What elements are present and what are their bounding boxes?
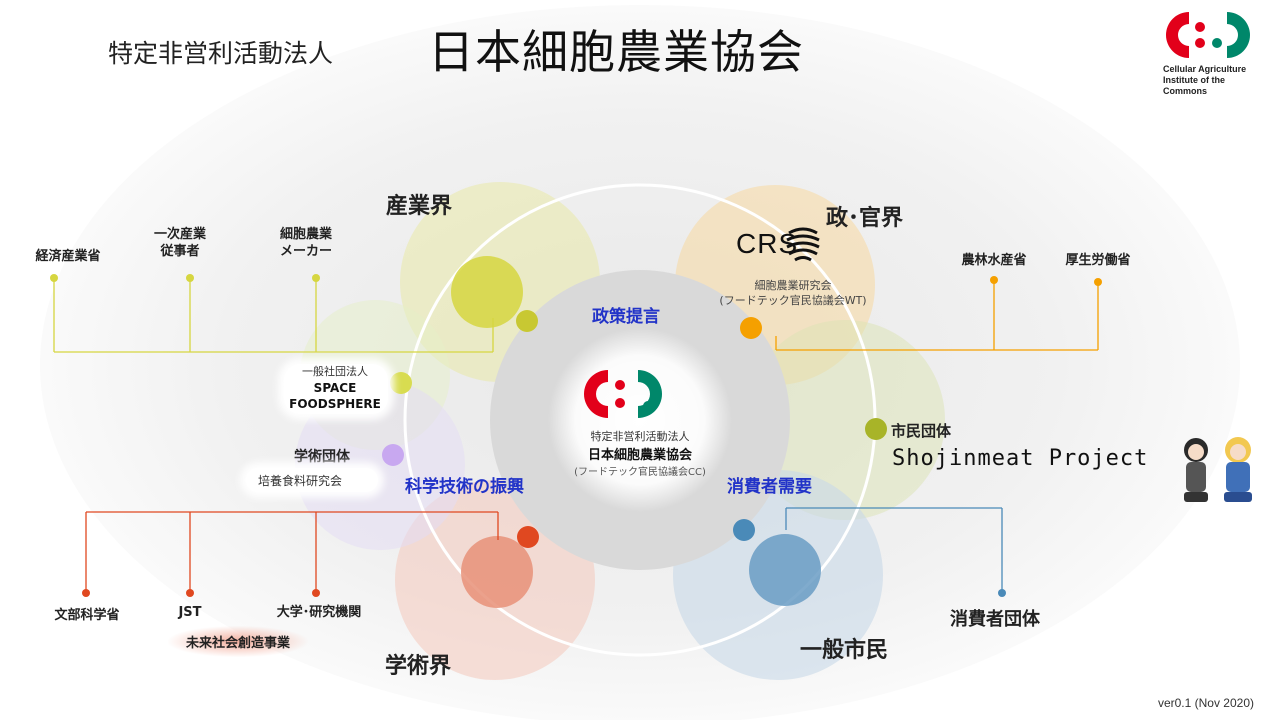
org-logo: Cellular Agriculture Institute of the Co… bbox=[1163, 10, 1263, 97]
space-type: 一般社団法人 bbox=[302, 365, 368, 378]
version-label: ver0.1 (Nov 2020) bbox=[1157, 696, 1254, 710]
primary-industry-line2: 従事者 bbox=[160, 244, 200, 259]
citizen-group-label: 市民団体 bbox=[891, 422, 952, 440]
government-connectors bbox=[775, 280, 1099, 351]
primary-industry-label: 一次産業 従事者 bbox=[145, 226, 215, 260]
univ-dot bbox=[312, 589, 320, 597]
government-dot bbox=[740, 317, 762, 339]
consumer-connectors bbox=[785, 507, 1003, 593]
primary-dot bbox=[186, 274, 194, 282]
logo-text-line2: Institute of the Commons bbox=[1163, 75, 1225, 96]
academia-connectors bbox=[85, 511, 499, 593]
maker-label: 細胞農業 メーカー bbox=[268, 226, 344, 260]
space-dot bbox=[390, 372, 412, 394]
maker-line1: 細胞農業 bbox=[279, 227, 332, 242]
org-type-label: 特定非営利活動法人 bbox=[108, 39, 334, 68]
space-foodsphere: 一般社団法人 SPACE FOODSPHERE bbox=[280, 364, 390, 412]
page-title: 日本細胞農業協会 bbox=[428, 25, 804, 79]
maff-dot bbox=[990, 276, 998, 284]
academic-group-label: 学術団体 bbox=[294, 449, 350, 465]
mhlw-label: 厚生労働省 bbox=[1065, 253, 1131, 268]
mhlw-dot bbox=[1094, 278, 1102, 286]
logo-mark-icon bbox=[1166, 12, 1250, 58]
jst-label: JST bbox=[178, 605, 202, 620]
crs-logo-text: CRS bbox=[736, 228, 799, 259]
maff-label: 農林水産省 bbox=[961, 253, 1027, 268]
center-org-type: 特定非営利活動法人 bbox=[590, 430, 690, 443]
shojinmeat-characters-icon bbox=[1184, 437, 1252, 502]
academic-group-sub: 培養食料研究会 bbox=[258, 474, 343, 488]
crs-info: 細胞農業研究会 (フードテック官民協議会WT) bbox=[718, 278, 868, 308]
sector-government: 政･官界 bbox=[826, 206, 904, 231]
mirai-label: 未来社会創造事業 bbox=[168, 626, 309, 657]
sector-public: 一般市民 bbox=[800, 638, 889, 663]
univ-label: 大学･研究機関 bbox=[276, 605, 362, 620]
meti-label: 経済産業省 bbox=[35, 249, 101, 264]
sector-industry: 産業界 bbox=[386, 194, 453, 219]
mext-label: 文部科学省 bbox=[54, 608, 120, 623]
role-consumer: 消費者需要 bbox=[727, 477, 812, 497]
shojinmeat-label: Shojinmeat Project bbox=[892, 446, 1149, 471]
public-node bbox=[749, 534, 821, 606]
academic-group-sub-bg bbox=[246, 468, 378, 492]
center-org: 特定非営利活動法人 日本細胞農業協会 (フードテック官民協議会CC) bbox=[540, 428, 740, 478]
space-name-2: FOODSPHERE bbox=[289, 397, 381, 411]
center-org-note: (フードテック官民協議会CC) bbox=[574, 467, 706, 478]
logo-text-line1: Cellular Agriculture bbox=[1163, 64, 1247, 74]
consumer-group-dot bbox=[998, 589, 1006, 597]
consumer-group-label: 消費者団体 bbox=[950, 609, 1040, 630]
primary-industry-line1: 一次産業 bbox=[153, 227, 206, 242]
role-science: 科学技術の振興 bbox=[405, 477, 524, 497]
maker-line2: メーカー bbox=[279, 244, 332, 259]
role-policy: 政策提言 bbox=[592, 307, 660, 327]
crs-name: 細胞農業研究会 bbox=[754, 279, 832, 292]
citizen-dot bbox=[865, 418, 887, 440]
center-glow bbox=[548, 328, 732, 512]
sector-academia: 学術界 bbox=[385, 654, 452, 679]
space-name-1: SPACE bbox=[313, 381, 357, 395]
mext-dot bbox=[82, 589, 90, 597]
academia-node bbox=[461, 536, 533, 608]
meti-dot bbox=[50, 274, 58, 282]
industry-connectors bbox=[53, 278, 494, 353]
industry-dot bbox=[516, 310, 538, 332]
academic-group-dot bbox=[382, 444, 404, 466]
jst-dot bbox=[186, 589, 194, 597]
center-logo-icon bbox=[584, 370, 662, 418]
crs-sub: (フードテック官民協議会WT) bbox=[719, 294, 867, 307]
academia-dot bbox=[517, 526, 539, 548]
citizen-petal bbox=[745, 320, 945, 520]
maker-dot bbox=[312, 274, 320, 282]
space-foodsphere-bg bbox=[284, 364, 388, 414]
industry-node bbox=[451, 256, 523, 328]
consumer-dot bbox=[733, 519, 755, 541]
center-org-name: 日本細胞農業協会 bbox=[587, 448, 692, 463]
crs-swirl-icon bbox=[786, 227, 820, 262]
